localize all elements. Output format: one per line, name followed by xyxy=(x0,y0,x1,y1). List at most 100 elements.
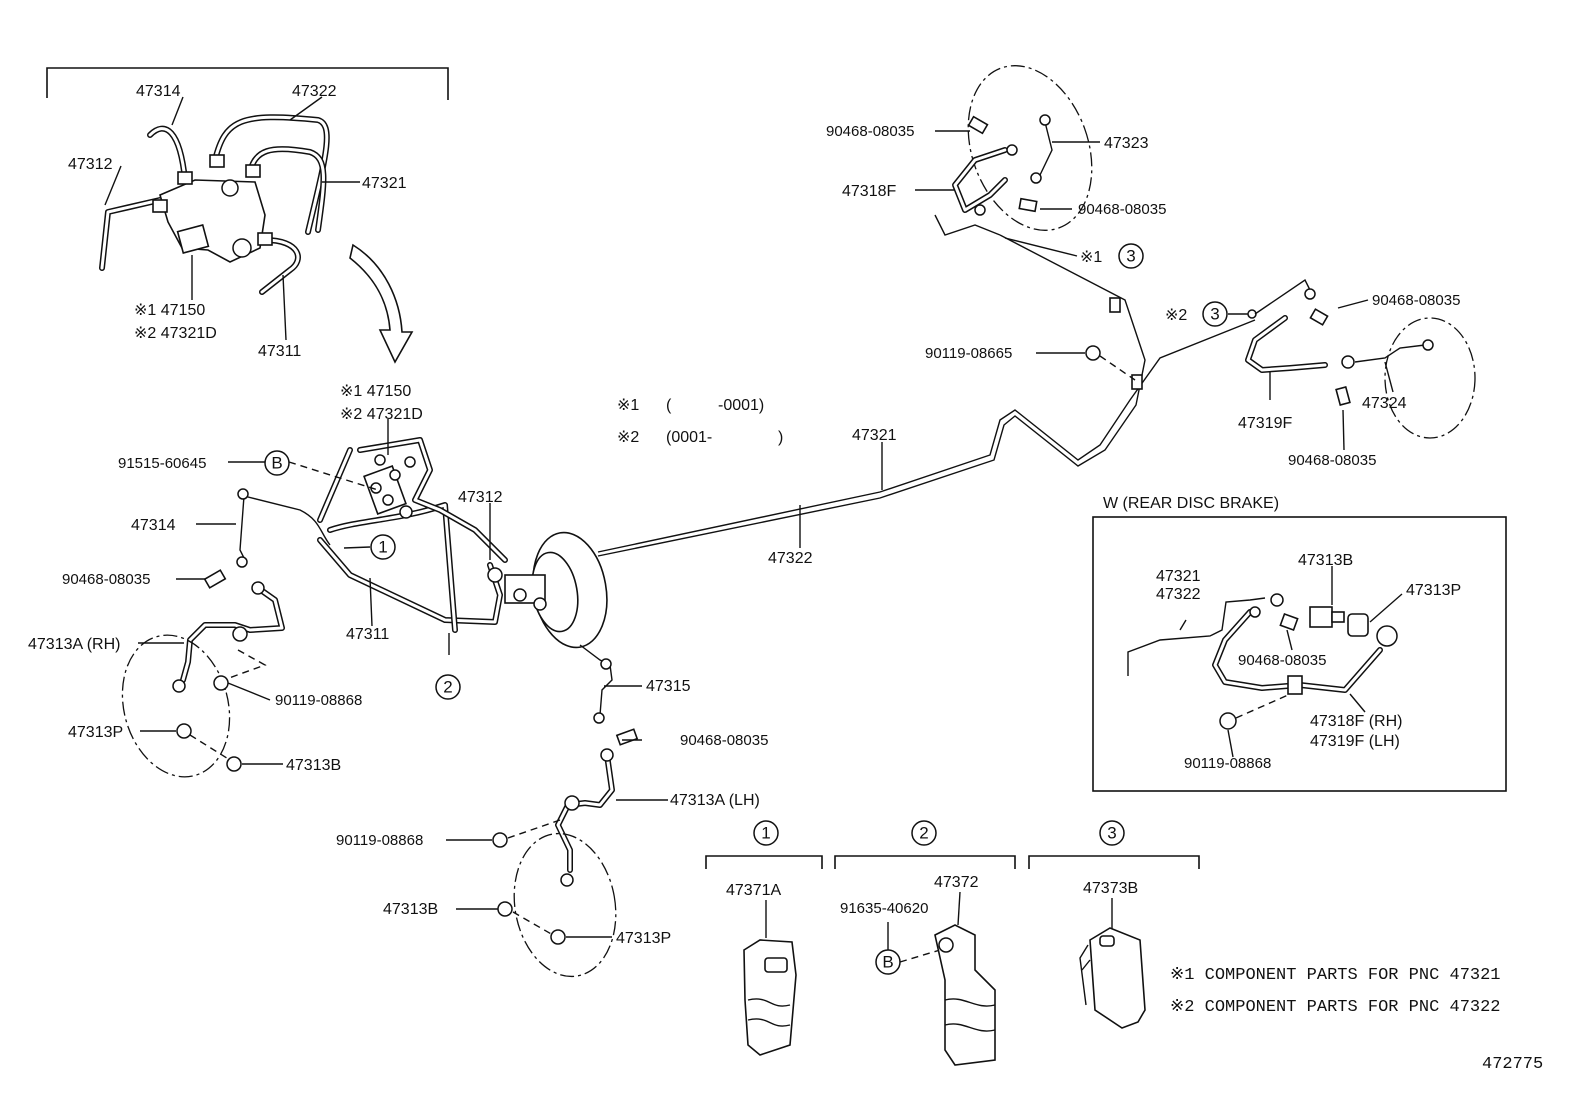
callout-b-text: B xyxy=(271,454,282,473)
label-47313b: 47313B xyxy=(286,757,341,774)
label-47371a: 47371A xyxy=(726,882,781,899)
label-note-47321d: ※2 47321D xyxy=(134,325,217,342)
svg-text:1: 1 xyxy=(761,824,770,843)
label-47322: 47322 xyxy=(768,550,813,567)
bolt-90119 xyxy=(213,675,229,691)
inset-valve-block xyxy=(176,224,210,254)
svg-text:2: 2 xyxy=(919,824,928,843)
clip xyxy=(967,115,989,135)
clip xyxy=(1018,197,1038,213)
label-47319f-lh: 47319F (LH) xyxy=(1310,733,1400,750)
label-90119-08868: 90119-08868 xyxy=(275,692,362,709)
callout-3 xyxy=(1202,301,1228,327)
banjo-eye xyxy=(1376,625,1398,647)
washer-47313p xyxy=(176,723,192,739)
label-47372: 47372 xyxy=(934,874,979,891)
range2-close: ) xyxy=(778,429,783,446)
inset-bracket xyxy=(46,67,449,100)
bolt-47313b xyxy=(1309,606,1333,628)
bolt-90119 xyxy=(1219,712,1237,730)
tube-47311 xyxy=(317,537,503,625)
detail-ring xyxy=(967,65,1093,231)
callout-2 xyxy=(911,820,937,846)
label-90119-08665: 90119-08665 xyxy=(925,345,1012,362)
bolt-47313b xyxy=(226,756,242,772)
bolt-47313b xyxy=(497,901,513,917)
label-90468-08035: 90468-08035 xyxy=(1238,652,1326,669)
label-90119-08868: 90119-08868 xyxy=(1184,755,1271,772)
front-lh-hose-group: 90468-08035 47313A (LH) 90119-08868 4731… xyxy=(336,728,768,978)
inset-flare-nut xyxy=(152,199,168,213)
label-47318f: 47318F xyxy=(842,183,896,200)
label-note-47321d: ※2 47321D xyxy=(340,406,423,423)
label-47314: 47314 xyxy=(131,517,176,534)
label-47313a-lh: 47313A (LH) xyxy=(670,792,760,809)
key-bracket xyxy=(705,855,823,869)
callout-1 xyxy=(753,820,779,846)
note-component-parts-2: ※2 COMPONENT PARTS FOR PNC 47322 xyxy=(1170,998,1501,1017)
detail-ring xyxy=(1384,317,1476,439)
clamp-47373b xyxy=(1089,927,1146,1029)
label-47311: 47311 xyxy=(346,626,389,643)
washer-47313p xyxy=(550,929,566,945)
callout-2-text: 2 xyxy=(443,678,452,697)
inset-valve-assembly: 47314 47322 47312 47321 ※1 47150 ※2 4732… xyxy=(46,67,449,364)
inset-flare-nut xyxy=(257,232,273,246)
clip xyxy=(1335,385,1351,407)
box-title: W (REAR DISC BRAKE) xyxy=(1103,495,1279,512)
hose-47319f xyxy=(1245,315,1328,373)
tube-47322 xyxy=(597,234,1146,557)
clamp-key-2: 2 47372 91635-40620 B xyxy=(834,820,1016,1066)
svg-text:B: B xyxy=(882,953,893,972)
box-frame xyxy=(1092,516,1507,792)
front-rh-hose-group: 47313A (RH) 90119-08868 47313P 47313B xyxy=(28,569,362,778)
detail-ring xyxy=(121,634,231,778)
callout-b xyxy=(264,450,290,476)
ref-mark-1: ※1 xyxy=(1080,249,1102,266)
clamp xyxy=(1131,374,1143,390)
rear-hose-47318f-group: 90468-08035 47323 47318F 90468-08035 ※1 … xyxy=(826,65,1166,269)
detail-ring xyxy=(513,832,617,978)
ref-mark-2: ※2 xyxy=(1165,307,1187,324)
label-47313p: 47313P xyxy=(616,930,671,947)
note-component-parts-1: ※1 COMPONENT PARTS FOR PNC 47321 xyxy=(1170,966,1501,985)
svg-text:3: 3 xyxy=(1107,824,1116,843)
label-47313p: 47313P xyxy=(68,724,123,741)
label-90468-08035: 90468-08035 xyxy=(1288,452,1376,469)
main-rear-tubes: 47321 47322 90119-08665 xyxy=(597,234,1256,567)
range1-open: ( xyxy=(666,397,672,414)
applicability-notes: ※1 ( -0001) ※2 (0001- ) xyxy=(617,397,783,446)
tube-47321 xyxy=(597,319,1256,553)
hose-47313a-lh xyxy=(555,752,615,873)
label-47312: 47312 xyxy=(68,156,113,173)
tube-47314 xyxy=(243,495,331,546)
inset-flare-nut xyxy=(245,164,261,178)
tube-end xyxy=(237,488,249,500)
washer-47313p xyxy=(1347,613,1369,637)
label-90468-08035: 90468-08035 xyxy=(680,732,768,749)
label-47318f-rh: 47318F (RH) xyxy=(1310,713,1402,730)
label-47312: 47312 xyxy=(458,489,503,506)
callout-3 xyxy=(1118,243,1144,269)
range1-value: -0001) xyxy=(718,397,764,414)
label-note-47150: ※1 47150 xyxy=(340,383,411,400)
master-cylinder-area: B 1 2 ※1 47150 ※2 47321D 91515-60645 473… xyxy=(62,383,691,724)
label-47313b: 47313B xyxy=(383,901,438,918)
inset-valve-port xyxy=(221,179,239,197)
callout-1 xyxy=(370,534,396,560)
figure-number: 472775 xyxy=(1482,1055,1543,1074)
label-91515-60645: 91515-60645 xyxy=(118,455,206,472)
rear-hose-47319f-group: ※2 3 90468-08035 47319F 47324 90468-0803… xyxy=(1165,278,1476,469)
label-47321: 47321 xyxy=(1156,568,1201,585)
label-note-47150: ※1 47150 xyxy=(134,302,205,319)
view-arrow xyxy=(349,243,414,364)
label-90119-08868: 90119-08868 xyxy=(336,832,423,849)
tube-47315 xyxy=(579,644,613,716)
bolt-90119 xyxy=(492,832,508,848)
inset-flare-nut xyxy=(209,154,225,168)
svg-text:3: 3 xyxy=(1210,305,1219,324)
label-47323: 47323 xyxy=(1104,135,1149,152)
label-47313a-rh: 47313A (RH) xyxy=(28,636,121,653)
key-bracket xyxy=(1028,855,1200,869)
callout-1-text: 1 xyxy=(378,538,387,557)
